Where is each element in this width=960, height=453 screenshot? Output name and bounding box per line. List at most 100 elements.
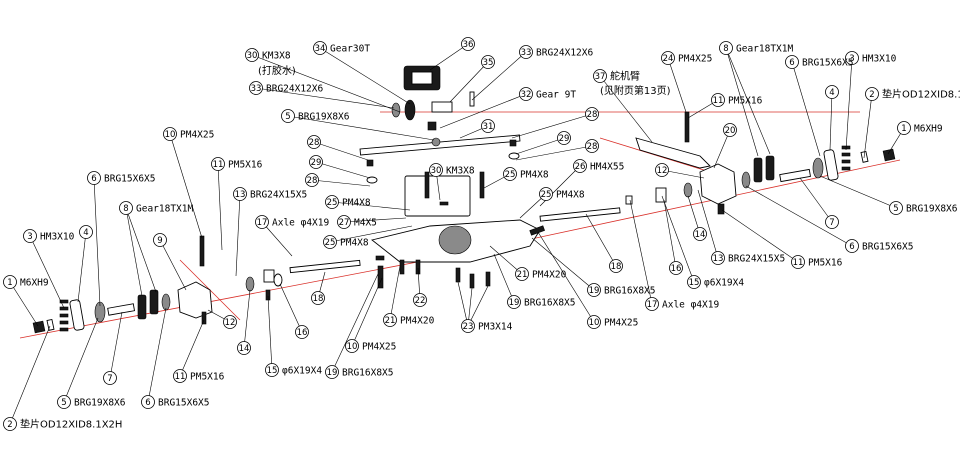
callout-number-circle (711, 93, 725, 107)
callout-number: 29 (559, 134, 570, 144)
callout-30-note: (打胶水) (258, 64, 296, 77)
callout-number: 24 (663, 54, 674, 64)
callout-part-spec: BRG19X8X6 (298, 112, 350, 123)
callout-l29b: 29 (515, 131, 571, 155)
left-gear-a (137, 294, 147, 320)
callout-part-spec: KM3X8 (446, 166, 475, 177)
callout-part-spec: PM4X25 (180, 130, 214, 141)
leader-line (147, 307, 167, 403)
leader-line (351, 277, 383, 347)
callout-number-circle (233, 187, 247, 201)
callout-number: 30 (247, 51, 258, 61)
callout-part-spec: M4X5 (354, 218, 377, 229)
callout-number-circle (687, 275, 701, 289)
callout-37-note: (见附页第13页) (600, 84, 671, 97)
callout-number-circle (825, 215, 839, 229)
right-steering-knuckle (699, 163, 737, 205)
right-spacer-washer (860, 150, 869, 163)
callout-number: 13 (235, 190, 246, 200)
callout-number: 2 (869, 90, 874, 100)
housing-bolt-c (455, 267, 461, 283)
right-kingpin-screw (684, 111, 690, 143)
right-stub-axle (779, 168, 811, 183)
callout-number-circle (889, 201, 903, 215)
callout-number-circle (655, 163, 669, 177)
leader-line (261, 221, 293, 257)
callout-number: 17 (647, 300, 658, 310)
callout-number-circle (223, 315, 237, 329)
right-wheel-hub (823, 149, 839, 181)
callout-number-circle (719, 41, 733, 55)
bracket-screw-b (479, 171, 485, 199)
callout-number-circle (295, 325, 309, 339)
callout-part-spec: PM5X16 (228, 160, 263, 171)
callout-part-spec: BRG16X8X5 (604, 286, 655, 297)
callout-number-circle (573, 159, 587, 173)
leader-line (343, 217, 407, 223)
leader-line (439, 93, 527, 129)
callout-part-spec: φ6X19X4 (704, 278, 744, 289)
callout-number: 11 (713, 96, 724, 106)
gear-30t (404, 99, 416, 121)
callout-number: 28 (587, 142, 598, 152)
leader-line (819, 175, 897, 209)
callout-number-circle (211, 157, 225, 171)
callout-part-spec: PM4X20 (400, 316, 435, 327)
callout-number-circle (661, 51, 675, 65)
callout-number: 15 (267, 366, 278, 376)
bracket-screw-a (424, 171, 430, 199)
right-lower-screw (717, 203, 725, 215)
callout-number: 27 (339, 218, 350, 228)
callout-number: 6 (145, 398, 150, 408)
callout-number-circle (825, 85, 839, 99)
callout-l4b: 4 (825, 85, 839, 151)
callout-part-spec: M6XH9 (20, 278, 49, 289)
callout-number-circle (785, 55, 799, 69)
callout-number: 5 (285, 112, 290, 122)
callout-l22: 22 (413, 267, 427, 307)
housing-bolt-d (469, 273, 475, 289)
left-spacer-washer (46, 318, 55, 331)
leader-line (429, 43, 469, 71)
top-bearing-left (391, 102, 401, 118)
callout-number: 15 (689, 278, 700, 288)
leader-line (125, 207, 143, 297)
callout-number: 5 (61, 398, 66, 408)
callout-l14b: 14 (687, 195, 707, 241)
callout-number: 10 (165, 130, 176, 140)
callout-l27: 27 M4X5 (337, 215, 407, 229)
servo-shaft-housing (431, 101, 453, 113)
callout-number: 33 (251, 84, 262, 94)
callout-part-spec: BRG15X6X5 (158, 398, 209, 409)
callout-part-spec: PM5X16 (728, 96, 763, 107)
leader-line (537, 231, 595, 323)
callout-part-spec: PM4X8 (556, 190, 585, 201)
right-gear-b (765, 155, 775, 181)
callout-number: 10 (589, 318, 600, 328)
callout-l6b: 6 BRG15X6X5 (141, 307, 209, 409)
callout-number-circle (141, 395, 155, 409)
callout-number-circle (539, 187, 553, 201)
callout-number: 36 (463, 40, 474, 50)
left-cv-ring (273, 273, 283, 287)
callout-number: 8 (123, 204, 128, 214)
leader-line (217, 163, 223, 251)
callout-number-circle (119, 201, 133, 215)
callout-l12b: 12 (655, 163, 705, 179)
callout-number-circle (481, 55, 495, 69)
callout-number: 14 (239, 344, 250, 354)
set-screw-km3x8 (439, 201, 449, 206)
servo-gear-group (391, 65, 475, 147)
callout-l28d: 28 (515, 139, 599, 161)
callout-part-spec: HM3X10 (862, 54, 897, 65)
leader-line (531, 237, 595, 291)
